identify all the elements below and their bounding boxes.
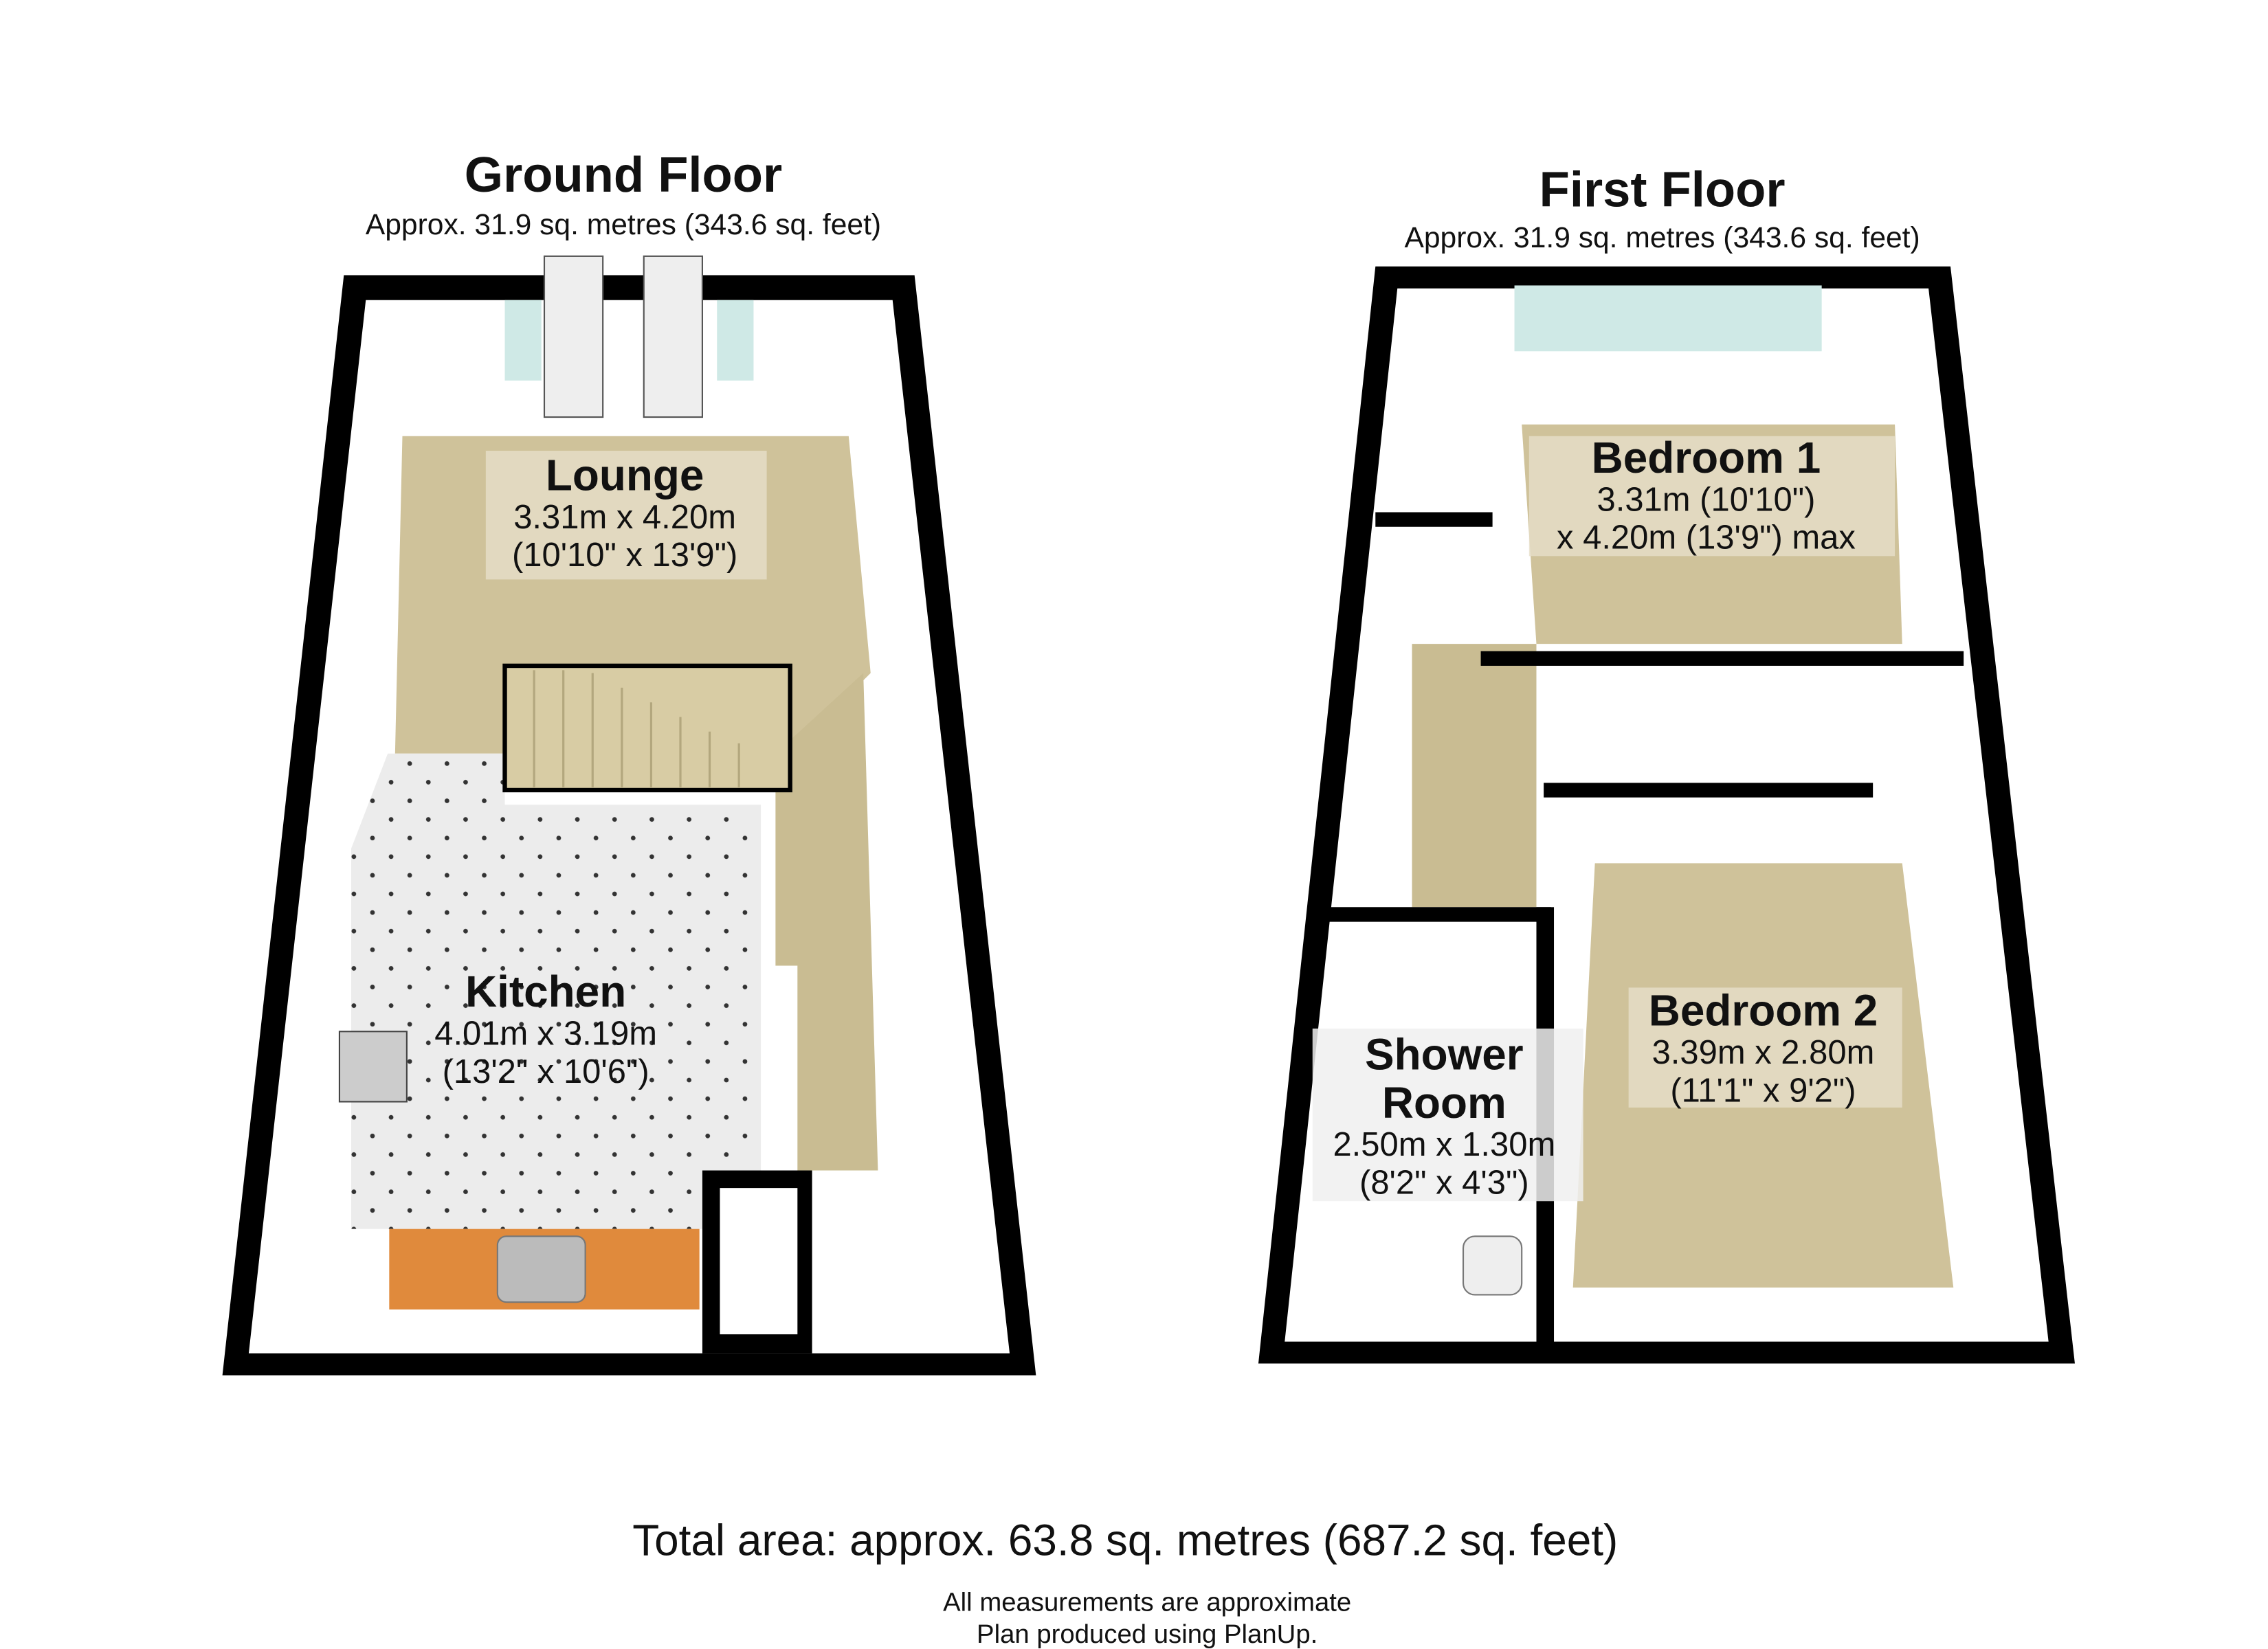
landing-floor [1412, 644, 1537, 908]
first-floor-plan: First Floor Approx. 31.9 sq. metres (343… [1258, 161, 2075, 1364]
basin-icon [1462, 1235, 1523, 1296]
staircase [502, 663, 792, 793]
kitchen-floor [351, 753, 761, 1229]
shower-room-dims-m: 2.50m x 1.30m [1333, 1126, 1555, 1163]
lounge-dims-m: 3.31m x 4.20m [513, 499, 736, 536]
ground-floor-title: Ground Floor [465, 147, 782, 203]
lounge-label-bg [485, 451, 767, 580]
bedroom2-dims-ft: (11'1" x 9'2") [1670, 1072, 1856, 1109]
shower-room-name-line2: Room [1382, 1078, 1507, 1128]
produced-by-note: Plan produced using PlanUp. [977, 1619, 1318, 1649]
shower-room-wall [1328, 907, 1551, 922]
bedroom1-dims-m: 3.31m (10'10") [1597, 481, 1816, 518]
kitchen-dims-m: 4.01m x 3.19m [434, 1015, 657, 1052]
bedroom1-window [1514, 285, 1822, 352]
window-left [504, 300, 542, 381]
bedroom1-south-wall [1480, 651, 1964, 666]
hallway-floor [775, 673, 878, 1171]
bedroom2-dims-m: 3.39m x 2.80m [1652, 1034, 1875, 1071]
first-floor-area: Approx. 31.9 sq. metres (343.6 sq. feet) [1404, 221, 1920, 254]
ground-floor-plan: Ground Floor Approx. 31.9 sq. metres (34… [222, 147, 1036, 1376]
total-area: Total area: approx. 63.8 sq. metres (687… [632, 1515, 1618, 1564]
bedroom1-name: Bedroom 1 [1592, 433, 1821, 482]
shower-room-name-line1: Shower [1365, 1030, 1524, 1079]
lounge-name: Lounge [546, 451, 704, 500]
kitchen-name: Kitchen [465, 967, 626, 1016]
shower-room-label-bg [1312, 1029, 1583, 1202]
cupboard-wall [1375, 512, 1493, 527]
patio-door-left [543, 255, 604, 418]
shower-room-dims-ft: (8'2" x 4'3") [1359, 1165, 1529, 1202]
window-right [717, 300, 754, 381]
ground-floor-area: Approx. 31.9 sq. metres (343.6 sq. feet) [366, 208, 881, 241]
bedroom2-label-bg [1628, 987, 1902, 1108]
sink-icon [496, 1235, 586, 1303]
bedroom1-label-bg [1528, 436, 1895, 557]
stair-steps [533, 670, 740, 787]
bedroom1-dims-ft: x 4.20m (13'9") max [1557, 519, 1856, 557]
wc-interior [720, 1188, 798, 1334]
first-floor-title: First Floor [1539, 161, 1786, 217]
lounge-dims-ft: (10'10" x 13'9") [512, 537, 737, 574]
bedroom2-name: Bedroom 2 [1649, 986, 1878, 1035]
bedroom2-north-wall [1544, 783, 1874, 798]
approximate-note: All measurements are approximate [943, 1587, 1351, 1617]
kitchen-dims-ft: (13'2" x 10'6") [443, 1053, 649, 1090]
patio-door-right [643, 255, 703, 418]
hob-icon [338, 1031, 408, 1103]
